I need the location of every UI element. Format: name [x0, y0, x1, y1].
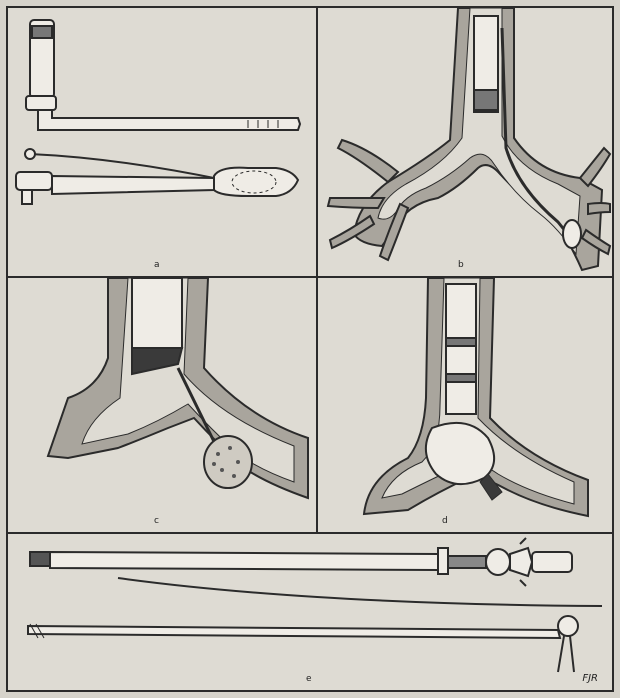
plug-mass	[204, 436, 252, 488]
bronchoscope-handle	[26, 20, 300, 130]
panel-b: b	[316, 6, 614, 278]
balloon-occluder	[563, 220, 581, 248]
tube-in-trachea	[474, 16, 498, 112]
panel-a-drawing	[8, 8, 316, 276]
tube-segment	[132, 278, 182, 374]
panel-e-label: e	[306, 674, 312, 684]
panel-a-label: a	[154, 260, 160, 270]
panel-e-drawing	[8, 534, 612, 690]
obturator-wire	[118, 578, 602, 606]
panel-d-label: d	[442, 516, 448, 526]
long-bronchoscope	[30, 538, 572, 586]
tube-segment	[446, 284, 476, 414]
panel-b-drawing	[318, 8, 612, 276]
panel-d: d	[316, 276, 614, 534]
panel-c-drawing	[8, 278, 316, 532]
panel-e: e FJR	[6, 532, 614, 692]
panel-c: c	[6, 276, 318, 534]
artist-signature: FJR	[582, 673, 598, 684]
panel-c-label: c	[154, 516, 159, 526]
long-catheter	[28, 616, 578, 672]
panel-a: a	[6, 6, 318, 278]
balloon-catheter	[16, 168, 298, 204]
panel-b-label: b	[458, 260, 464, 270]
panel-d-drawing	[318, 278, 612, 532]
